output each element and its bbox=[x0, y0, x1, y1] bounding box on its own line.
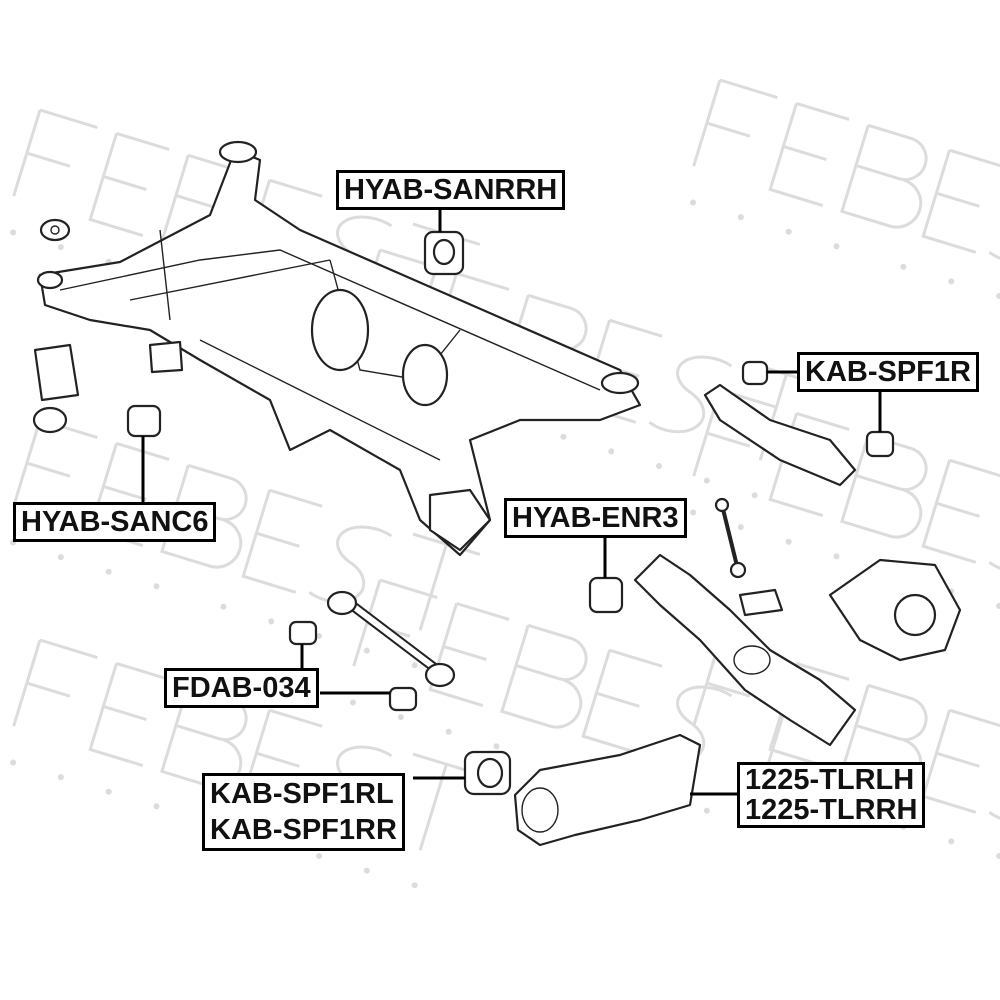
label-hyab-sanrrh: HYAB-SANRRH bbox=[336, 170, 566, 210]
trailing-arm bbox=[513, 733, 702, 847]
loose-parts bbox=[32, 218, 184, 434]
label-kab-spf1rl: KAB-SPF1RL bbox=[210, 778, 394, 810]
subframe bbox=[36, 140, 642, 557]
bushings bbox=[126, 230, 895, 796]
label-fdab-034: FDAB-034 bbox=[164, 668, 319, 708]
bushing-hyab-sanc6 bbox=[126, 404, 162, 438]
bushing-fdab-034-a bbox=[288, 620, 318, 646]
bushing-fdab-034-b bbox=[388, 686, 418, 712]
fdab-arm bbox=[326, 590, 456, 688]
label-1225-tlrrh: 1225-TLRRH bbox=[745, 794, 918, 826]
bushing-kab-spf1r-a bbox=[741, 360, 769, 386]
label-kab-spf1r: KAB-SPF1R bbox=[797, 352, 979, 392]
bushing-kab-spf1r-b bbox=[865, 430, 895, 458]
upper-arm bbox=[703, 383, 857, 487]
bushing-hyab-enr3 bbox=[588, 576, 624, 614]
stabilizer-link bbox=[714, 497, 784, 617]
label-kab-spf1rl-rr: KAB-SPF1RL KAB-SPF1RR bbox=[202, 773, 405, 851]
watermark-logo bbox=[681, 78, 1000, 339]
label-hyab-enr3: HYAB-ENR3 bbox=[504, 498, 687, 538]
label-kab-spf1rr: KAB-SPF1RR bbox=[210, 814, 397, 846]
label-1225-tlr: 1225-TLRLH 1225-TLRRH bbox=[737, 762, 926, 828]
label-hyab-sanc6: HYAB-SANC6 bbox=[13, 502, 217, 542]
knuckle bbox=[828, 558, 962, 662]
label-1225-tlrlh: 1225-TLRLH bbox=[745, 764, 915, 796]
lower-control-arm bbox=[633, 553, 857, 747]
